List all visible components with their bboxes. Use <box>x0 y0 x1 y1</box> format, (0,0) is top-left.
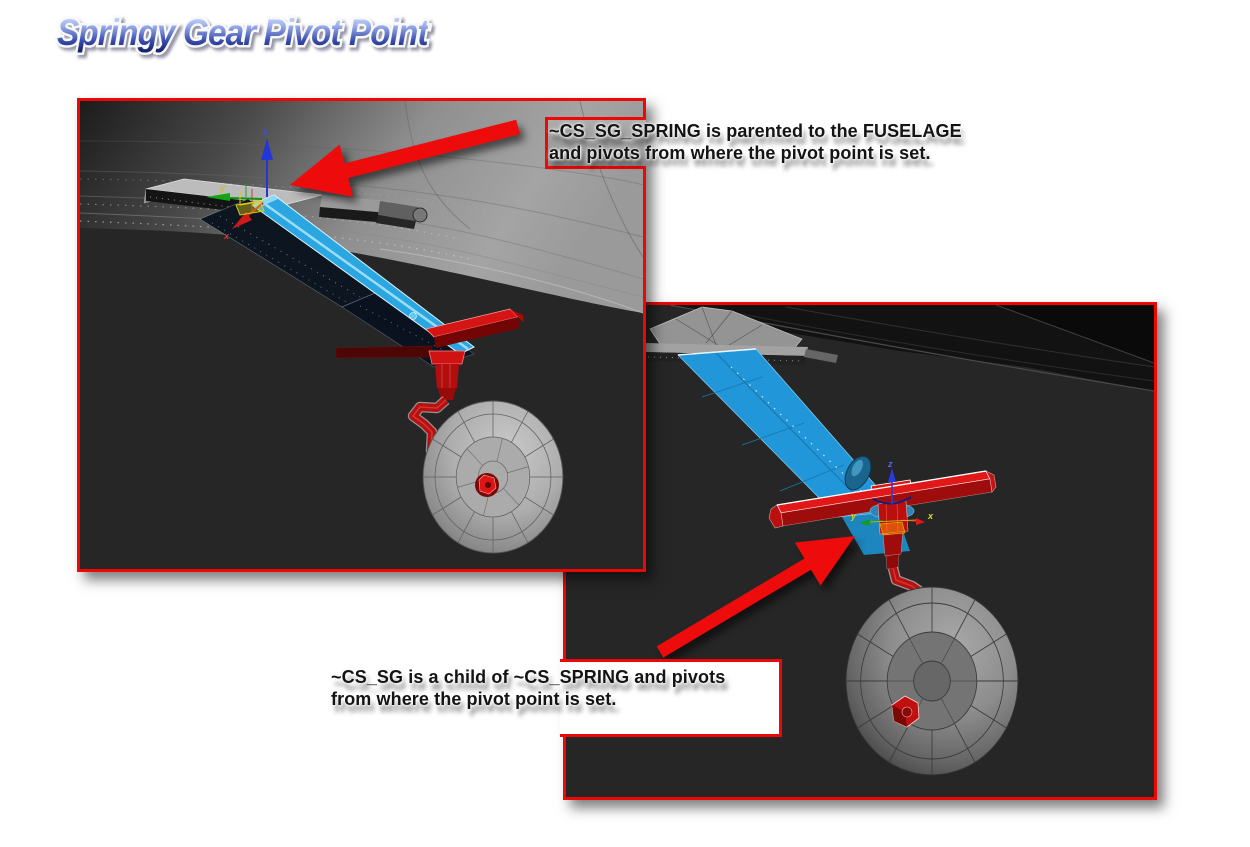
callout-box-sg <box>560 659 782 737</box>
sg-cross-arm <box>335 308 524 400</box>
x-axis-label: x <box>927 511 934 521</box>
wheel-hub <box>891 695 920 728</box>
callout-text-spring: ~CS_SG_SPRING is parented to the FUSELAG… <box>549 120 962 164</box>
callout-spring-line2: and pivots from where the pivot point is… <box>549 143 931 163</box>
translate-gizmo: z y x <box>850 459 934 536</box>
viewport-screenshot-sg: z y x <box>563 302 1157 800</box>
spring-knob <box>844 455 872 491</box>
x-axis-arrow-icon <box>245 202 264 218</box>
page-title-outline: Springy Gear Pivot Point <box>55 10 431 56</box>
y-axis-label: y <box>850 511 857 521</box>
z-axis-label: z <box>887 459 893 469</box>
y-axis-label: y <box>219 183 226 193</box>
callout-arrow-spring <box>290 119 520 197</box>
viewport-screenshot-spring: z y x <box>77 98 646 572</box>
wheel-hub <box>475 473 499 497</box>
page-title-text: Springy Gear Pivot Point <box>57 12 429 53</box>
gear-mount-beam <box>643 306 838 365</box>
viewport-scene-spring: z y x <box>80 101 643 569</box>
callout-text-sg: ~CS_SG is a child of ~CS_SPRING and pivo… <box>331 666 725 710</box>
page-title: Springy Gear Pivot Point Springy Gear Pi… <box>55 10 561 72</box>
y-axis-arrow-icon <box>229 197 263 200</box>
translate-gizmo: z y x <box>206 127 273 241</box>
landing-gear-wheel <box>845 586 1019 776</box>
callout-arrow-sg <box>656 536 855 658</box>
z-axis-label: z <box>262 127 268 137</box>
viewport-scene-sg: z y x <box>566 305 1154 797</box>
spring-bolt <box>409 312 417 320</box>
callout-sg-line1: ~CS_SG is a child of ~CS_SPRING and pivo… <box>331 667 726 687</box>
callout-spring-line1: ~CS_SG_SPRING is parented to the FUSELAG… <box>549 121 962 141</box>
callout-sg-line2: from where the pivot point is set. <box>331 689 617 709</box>
callout-box-spring <box>545 117 646 169</box>
x-axis-label: x <box>223 231 230 241</box>
